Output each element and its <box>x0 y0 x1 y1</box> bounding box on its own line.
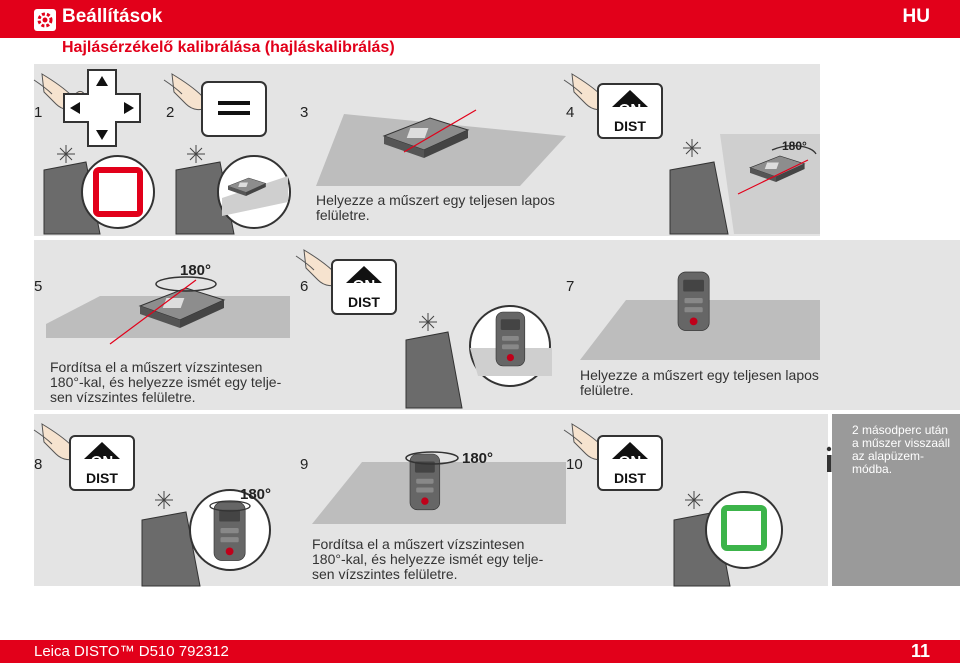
device-screen-step1 <box>43 144 155 235</box>
page-number: 11 <box>910 641 930 661</box>
caption-step7: Helyezze a műszert egy teljesen lapos fe… <box>580 367 819 398</box>
device-rotate-step9 <box>312 451 566 524</box>
angle-label-step8: 180° <box>240 486 272 503</box>
key-on-label-step4: ON <box>618 101 642 118</box>
info-icon <box>826 446 832 472</box>
equals-key-icon <box>163 73 267 137</box>
step-number-10: 10 <box>566 456 583 473</box>
section-subtitle: Hajlásérzékelő kalibrálása (hajláskalibr… <box>62 39 395 56</box>
step-number-8: 8 <box>34 456 43 473</box>
header-bar: Beállítások HU <box>0 0 960 38</box>
caption-step9: Fordítsa el a műszert vízszintesen 180°-… <box>312 536 544 582</box>
settings-gear-icon <box>34 9 56 31</box>
device-screen-step6 <box>405 305 552 409</box>
step-number-3: 3 <box>300 104 309 121</box>
device-on-surface-step3 <box>316 109 566 186</box>
key-dist-label-step8: DIST <box>86 470 118 486</box>
device-upright-step7 <box>580 271 820 360</box>
angle-label-step5: 180° <box>180 262 212 279</box>
step-number-1: 1 <box>34 104 43 121</box>
step-number-4: 4 <box>566 104 575 121</box>
language-code: HU <box>902 6 930 27</box>
key-dist-label-step6: DIST <box>348 294 380 310</box>
step-number-6: 6 <box>300 278 309 295</box>
step-number-2: 2 <box>166 104 175 121</box>
page-title: Beállítások <box>62 6 163 27</box>
step-number-5: 5 <box>34 278 43 295</box>
step-number-9: 9 <box>300 456 309 473</box>
step-number-7: 7 <box>566 278 575 295</box>
caption-step5: Fordítsa el a műszert vízszintesen 180°-… <box>50 359 282 405</box>
device-rotate-step5 <box>46 276 290 345</box>
info-box <box>832 414 960 586</box>
key-on-label-step8: ON <box>90 453 114 470</box>
angle-label-step4: 180° <box>782 139 807 153</box>
nav-pad-icon <box>33 69 141 147</box>
footer-bar: Leica DISTO™ D510 792312 11 <box>0 640 960 663</box>
product-name: Leica DISTO™ D510 792312 <box>34 643 229 660</box>
angle-label-step9: 180° <box>462 450 494 467</box>
key-dist-label-step4: DIST <box>614 118 646 134</box>
device-screen-step4 <box>669 134 820 235</box>
key-dist-label-step10: DIST <box>614 470 646 486</box>
key-on-label-step6: ON <box>352 277 376 294</box>
device-screen-step8 <box>141 489 271 587</box>
device-screen-step2 <box>175 144 291 235</box>
caption-step3: Helyezze a műszert egy teljesen lapos fe… <box>316 192 555 223</box>
device-screen-step10 <box>673 490 783 587</box>
info-text: 2 másodperc után a műszer visszaáll az a… <box>852 423 951 476</box>
key-on-label-step10: ON <box>618 453 642 470</box>
